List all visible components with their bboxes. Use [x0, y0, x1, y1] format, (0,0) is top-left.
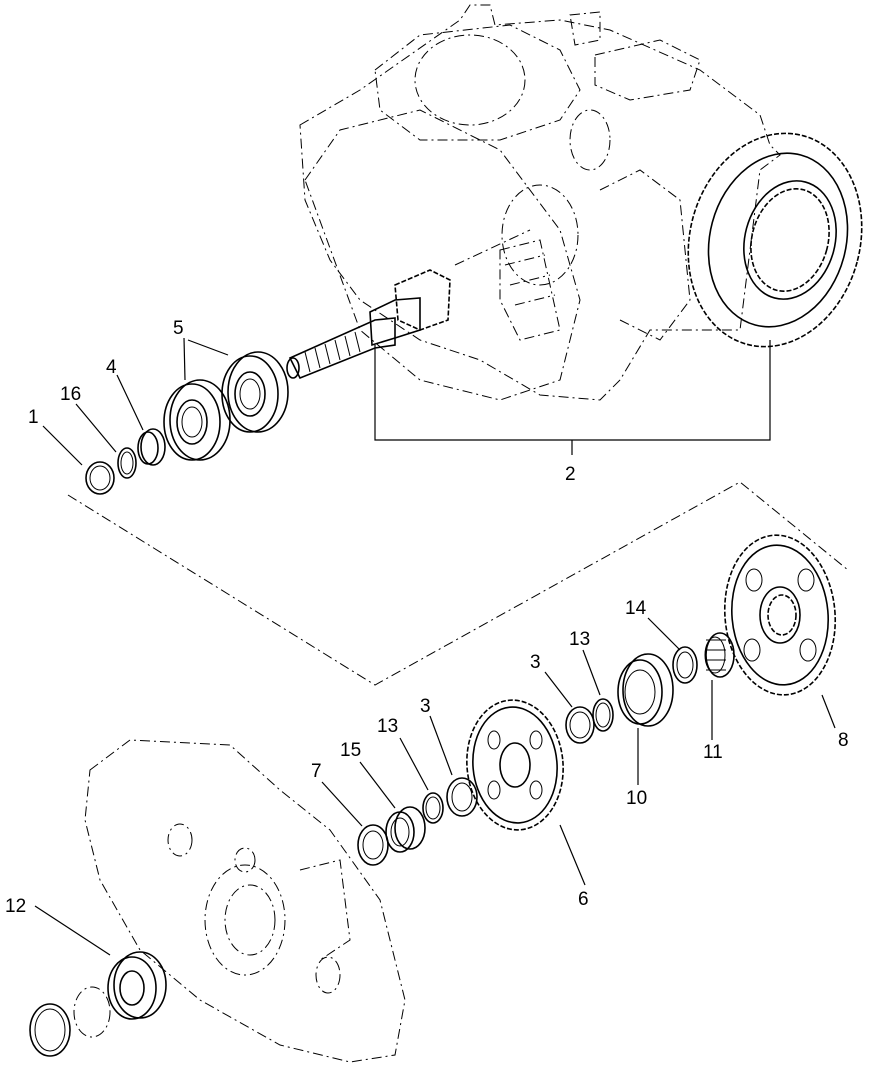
- ring-gear: [687, 132, 863, 348]
- hub-10: [617, 653, 674, 727]
- callout-10: 10: [626, 788, 647, 809]
- needle-bearing-11: [704, 632, 735, 678]
- gear-8: [723, 534, 837, 696]
- callout-8: 8: [838, 730, 849, 751]
- bearing-12: [107, 951, 167, 1020]
- bushing-15: [385, 806, 426, 853]
- callout-12: 12: [5, 896, 26, 917]
- snap-ring-14: [672, 646, 698, 684]
- callout-14: 14: [625, 598, 647, 619]
- bearing-5-inner: [163, 379, 231, 461]
- bearing-5-outer: [221, 351, 289, 433]
- leader-2: [374, 340, 771, 455]
- alignment-line: [67, 481, 849, 686]
- washer-7: [357, 824, 389, 866]
- callout-1: 1: [28, 407, 39, 428]
- callout-11: 11: [703, 742, 723, 763]
- washer-lower: [73, 986, 111, 1038]
- callout-2: 2: [565, 464, 576, 485]
- callout-7: 7: [311, 761, 322, 782]
- cover-housing: [84, 739, 406, 1063]
- snap-ring-16: [117, 447, 137, 479]
- transmission-housing: [299, 4, 781, 401]
- snap-ring-13-upper: [592, 698, 614, 732]
- callout-3-lower: 3: [420, 696, 431, 717]
- callout-4: 4: [106, 357, 117, 378]
- gear-6: [466, 699, 564, 831]
- leader-lines: [34, 337, 836, 956]
- pinion-shaft: [286, 269, 451, 380]
- callout-16: 16: [60, 384, 81, 405]
- spacer-3-upper: [565, 706, 595, 744]
- spacer-3-lower: [446, 777, 478, 817]
- snap-ring-13-lower: [422, 792, 444, 824]
- callout-13-upper: 13: [569, 629, 590, 650]
- callout-3-upper: 3: [530, 652, 541, 673]
- callout-5: 5: [173, 318, 184, 339]
- snap-ring-lower: [29, 1003, 71, 1057]
- callout-15: 15: [340, 740, 361, 761]
- spacer-4: [137, 428, 166, 466]
- callout-13-lower: 13: [377, 716, 398, 737]
- callout-6: 6: [578, 889, 589, 910]
- snap-ring-1: [85, 461, 115, 495]
